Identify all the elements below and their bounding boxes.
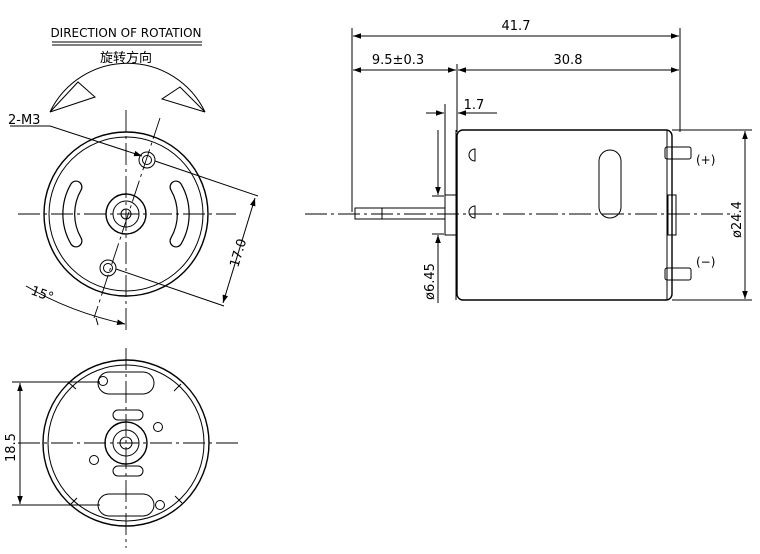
mount-hole-top <box>138 151 156 169</box>
hole-callout-label: 2-M3 <box>8 113 40 128</box>
rotation-arrowhead-right <box>160 86 206 113</box>
rear-view: 18.5 <box>4 348 240 548</box>
front-flange <box>444 194 458 236</box>
angle-label: 15° <box>29 284 56 306</box>
rotation-arrow-arc <box>49 62 206 113</box>
rotation-title-en: DIRECTION OF ROTATION <box>50 26 201 40</box>
rear-vertical-dim-label: 18.5 <box>4 433 19 462</box>
can-vent-slot <box>598 149 622 219</box>
side-view: (+) (−) 41.7 9.5±0.3 30.8 1.7 ø6.45 ø24.… <box>305 19 752 303</box>
overall-length-label: 41.7 <box>502 19 531 34</box>
flange-thickness-label: 1.7 <box>464 98 485 113</box>
boss-diameter-label: ø6.45 <box>423 263 438 300</box>
mount-hole-bottom <box>99 259 117 277</box>
shaft <box>354 207 446 220</box>
rotation-title-block: DIRECTION OF ROTATION 旋转方向 <box>50 26 202 66</box>
hole-pitch-label: 17.0 <box>227 237 250 269</box>
rotation-arrowhead-left <box>49 81 96 113</box>
body-length-label: 30.8 <box>554 53 583 68</box>
motor-can <box>456 129 673 301</box>
rotation-title-cn: 旋转方向 <box>100 50 152 66</box>
terminal-positive-tab <box>664 146 692 160</box>
body-diameter-label: ø24.4 <box>730 201 745 238</box>
terminal-negative-tab <box>664 267 692 281</box>
terminal-positive-label: (+) <box>696 153 715 167</box>
terminal-negative-label: (−) <box>696 255 715 269</box>
shaft-length-label: 9.5±0.3 <box>372 53 424 68</box>
front-view: 2-M3 17.0 15° <box>8 62 259 330</box>
